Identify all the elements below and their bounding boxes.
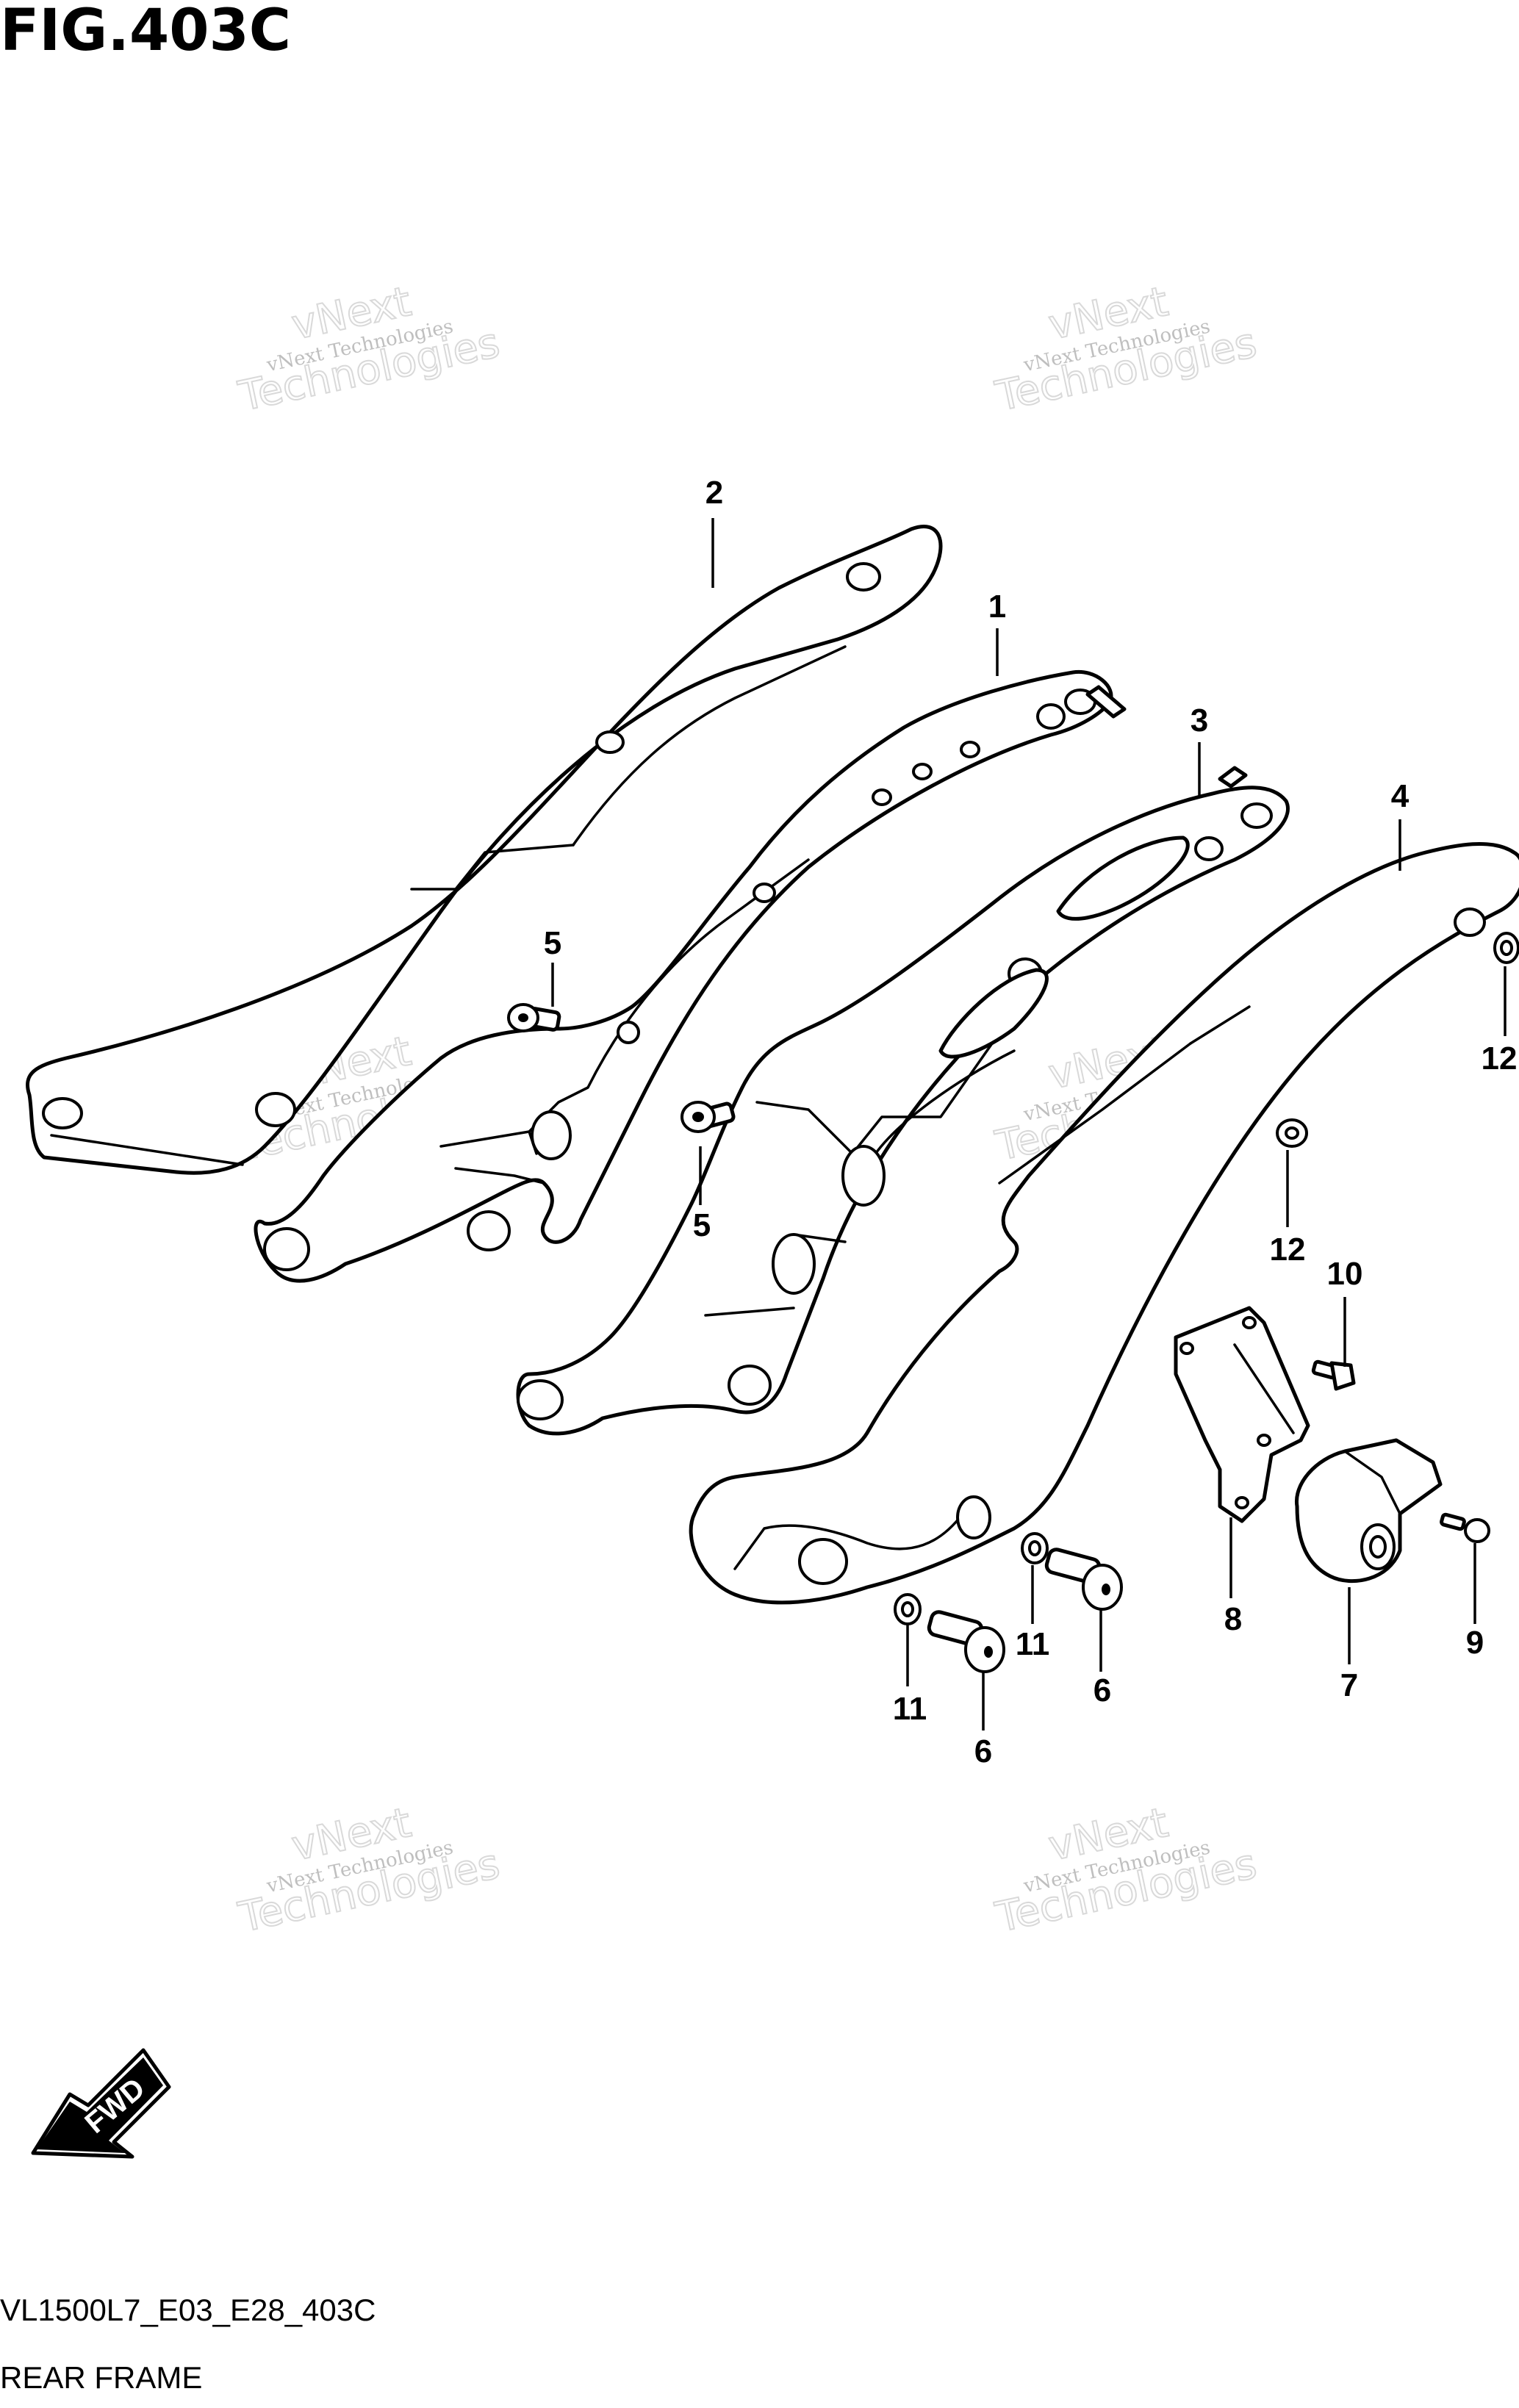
part-2-rear-frame-rail (26, 524, 943, 1175)
callout-4: 4 (1391, 778, 1410, 814)
part-7-holder (1294, 1438, 1443, 1583)
watermark-top-right: vNext Technologies vNext Technologies (991, 277, 1261, 422)
callout-2: 2 (705, 475, 723, 511)
watermark-bottom-left: vNext Technologies vNext Technologies (234, 1798, 504, 1943)
part-5-bolt-upper (507, 1003, 561, 1032)
part-6-bolt-lower (927, 1610, 1005, 1673)
callout-3: 3 (1191, 702, 1208, 738)
callout-labels: 1 2 3 4 5 5 6 6 7 8 9 10 11 11 12 12 (544, 475, 1518, 1769)
watermark-top-left: vNext Technologies vNext Technologies (234, 277, 504, 422)
fwd-arrow: FWD (31, 2048, 171, 2159)
part-5-bolt-lower (681, 1101, 736, 1133)
figure-name: REAR FRAME (0, 2360, 202, 2395)
part-6-bolt-upper (1044, 1548, 1123, 1611)
figure-code: VL1500L7_E03_E28_403C (0, 2293, 376, 2327)
part-12-washer-middle (1276, 1118, 1308, 1148)
callout-11-lower: 11 (893, 1691, 927, 1727)
callout-12-middle: 12 (1270, 1232, 1306, 1268)
callout-10: 10 (1327, 1256, 1363, 1292)
callout-1: 1 (988, 589, 1006, 625)
figure-title: FIG.403C (0, 0, 291, 64)
watermark-bottom-right: vNext Technologies vNext Technologies (991, 1798, 1261, 1943)
callout-6-upper: 6 (1094, 1672, 1111, 1708)
callout-11-upper: 11 (1016, 1626, 1050, 1662)
callout-7: 7 (1340, 1667, 1358, 1703)
part-11-washer-upper (1021, 1532, 1049, 1564)
callout-8: 8 (1224, 1601, 1242, 1637)
part-8-bracket (1174, 1306, 1310, 1523)
part-10-bolt (1311, 1359, 1356, 1391)
callout-12-right: 12 (1482, 1041, 1518, 1077)
leader-lines (551, 518, 1507, 1730)
callout-5-upper: 5 (544, 925, 561, 961)
part-3-rear-frame-right (516, 766, 1290, 1436)
callout-6-lower: 6 (974, 1733, 992, 1769)
part-1-rear-frame-left (254, 669, 1127, 1283)
part-9-screw (1440, 1512, 1490, 1543)
callout-9: 9 (1466, 1625, 1484, 1661)
callout-5-lower: 5 (693, 1207, 711, 1243)
part-4-rear-frame-rail (689, 841, 1519, 1605)
part-12-washer-right (1493, 932, 1519, 964)
part-11-washer-lower (894, 1593, 922, 1625)
